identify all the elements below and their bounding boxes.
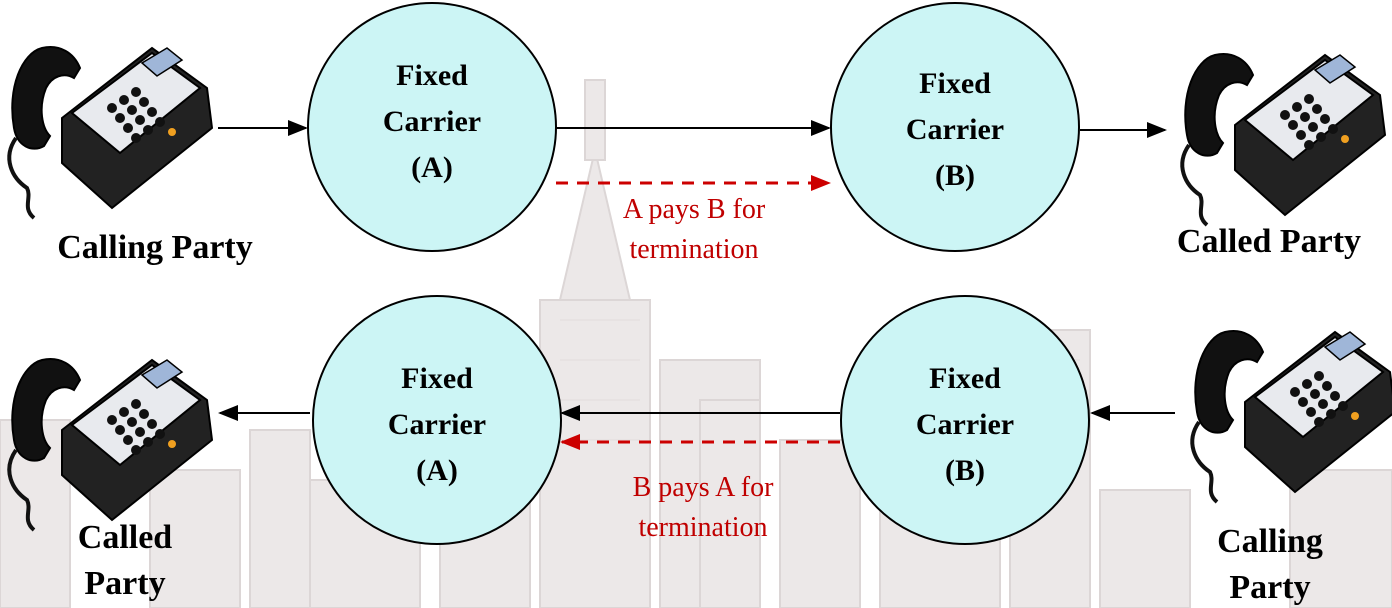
bottom-carrier-a-line3: (A): [416, 454, 458, 487]
bottom-calling-party-phone-icon: [1190, 329, 1392, 504]
bottom-callee-label-line1: Called: [78, 519, 173, 556]
top-carrier-b-node: [830, 2, 1080, 252]
bottom-payment-line2: termination: [638, 512, 767, 543]
bottom-caller-label-line2: Party: [1229, 569, 1310, 606]
called-party-phone-icon: [1180, 52, 1387, 227]
top-callee-label: Called Party: [1177, 223, 1361, 260]
top-caller-label: Calling Party: [57, 229, 252, 266]
bottom-callee-label-line2: Party: [84, 565, 165, 602]
top-carrier-a-line2: Carrier: [383, 105, 481, 138]
top-carrier-b-line1: Fixed: [919, 67, 991, 100]
bottom-carrier-b-line2: Carrier: [916, 408, 1014, 441]
top-carrier-a-line1: Fixed: [396, 59, 468, 92]
calling-party-phone-icon: [7, 45, 214, 220]
bottom-carrier-b-line3: (B): [945, 454, 985, 487]
top-carrier-b-line2: Carrier: [906, 113, 1004, 146]
bottom-caller-label-line1: Calling: [1217, 523, 1323, 560]
bottom-carrier-a-line2: Carrier: [388, 408, 486, 441]
bottom-carrier-b-line1: Fixed: [929, 362, 1001, 395]
top-payment-line2: termination: [629, 234, 758, 265]
top-carrier-b-line3: (B): [935, 159, 975, 192]
bottom-carrier-a-line1: Fixed: [401, 362, 473, 395]
bottom-carrier-b-node: [840, 295, 1090, 545]
top-payment-line1: A pays B for: [623, 194, 766, 225]
bottom-payment-line1: B pays A for: [633, 472, 774, 503]
bottom-called-party-phone-icon: [7, 357, 214, 532]
top-carrier-a-line3: (A): [411, 151, 453, 184]
